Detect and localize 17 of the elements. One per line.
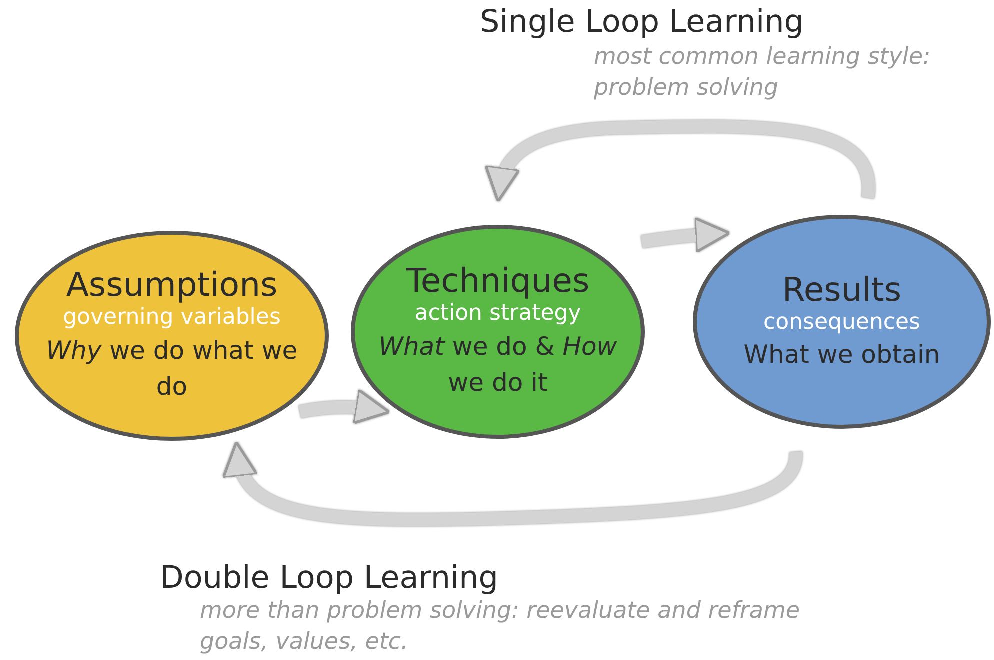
node-description: Why we do what we do bbox=[45, 335, 299, 404]
loop-arrow bbox=[486, 120, 875, 203]
subheading: most common learning style: problem solving bbox=[594, 43, 932, 104]
loop-arrow bbox=[641, 217, 731, 254]
node-description: What we obtain bbox=[744, 339, 940, 372]
loop-arrow bbox=[298, 388, 391, 426]
node-description: What we do & How we do it bbox=[378, 331, 618, 400]
node-title: Techniques bbox=[406, 262, 590, 300]
heading: Double Loop Learning bbox=[160, 560, 498, 596]
node-title: Assumptions bbox=[66, 266, 278, 304]
loop-arrow bbox=[224, 441, 802, 526]
node-subtitle: action strategy bbox=[414, 300, 582, 328]
subheading: more than problem solving: reevaluate and reframe goals, values, etc. bbox=[200, 597, 802, 658]
node-subtitle: consequences bbox=[764, 308, 920, 337]
node-subtitle: governing variables bbox=[63, 304, 281, 332]
heading: Single Loop Learning bbox=[480, 4, 804, 40]
node-title: Results bbox=[782, 270, 902, 309]
